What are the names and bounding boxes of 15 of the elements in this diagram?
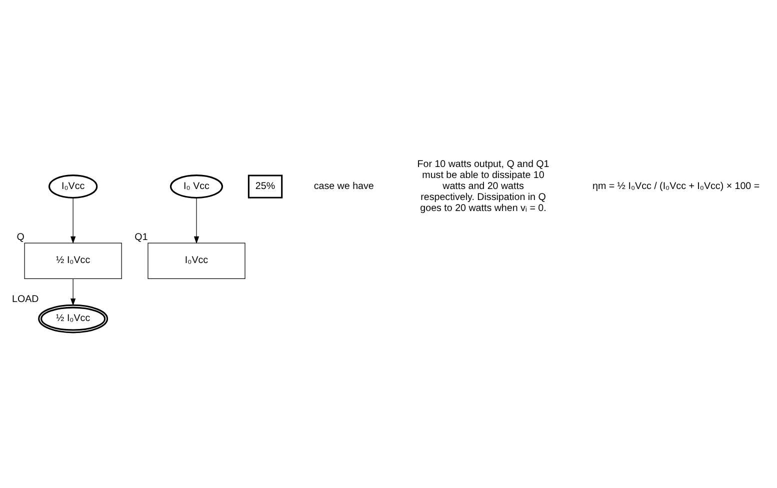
node-label: Q1 (134, 231, 148, 242)
node-box: ½ I₀Vcc (24, 242, 122, 278)
arrow (70, 197, 76, 244)
node-box: 25% (248, 174, 283, 198)
node-label: LOAD (12, 293, 39, 304)
arrow (70, 278, 76, 306)
label: ηm = ½ I₀Vcc / (I₀Vcc + I₀Vcc) × 100 = (592, 180, 760, 192)
node-ellipse: ½ I₀Vcc (38, 304, 108, 333)
node-ellipse: I₀ Vcc (170, 174, 224, 198)
arrow (194, 197, 200, 244)
label: For 10 watts output, Q and Q1 must be able to dissipate 10 watts and 20 watts respectively. Dissipation in Q goes to 20 watts when vᵢ = 0. (417, 158, 550, 214)
node-label: Q (16, 231, 24, 242)
node-box: I₀Vcc (148, 242, 246, 278)
label: case we have (314, 180, 374, 192)
node-ellipse: I₀Vcc (48, 174, 98, 198)
